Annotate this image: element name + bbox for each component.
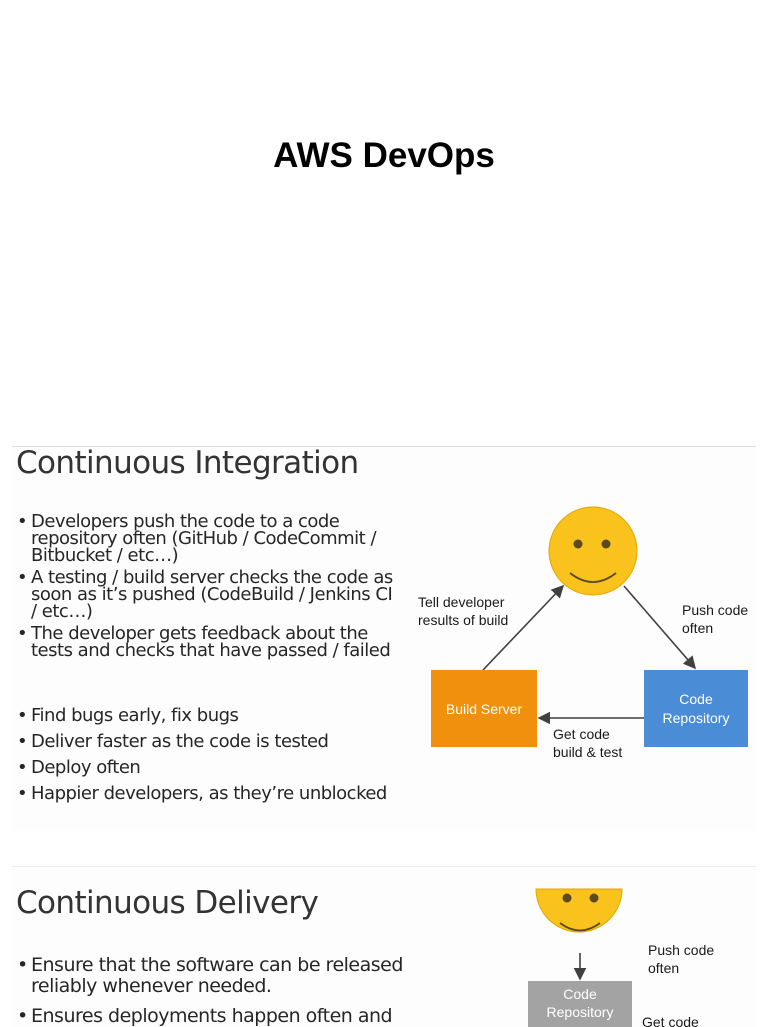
slide-heading: Continuous Integration <box>16 446 359 481</box>
code-repository-label: Code <box>679 691 713 707</box>
push-code-label: Push code <box>682 602 748 618</box>
code-repository-box <box>644 670 748 747</box>
push-code-label: often <box>648 960 679 976</box>
developer-smiley-icon <box>535 888 623 933</box>
bullet-item: The developer gets feedback about the te… <box>14 625 394 660</box>
slide-heading: Continuous Delivery <box>16 885 319 921</box>
slide-continuous-delivery: Continuous Delivery Ensure that the soft… <box>12 866 756 1027</box>
get-code-label: Get code <box>642 1014 699 1027</box>
bullet-item: A testing / build server checks the code… <box>14 569 394 621</box>
bullet-list-benefits: Find bugs early, fix bugs Deliver faster… <box>14 707 394 811</box>
bullet-item: Developers push the code to a code repos… <box>14 513 394 565</box>
push-code-label: Push code <box>648 942 714 958</box>
document-title: AWS DevOps <box>273 136 495 175</box>
tell-developer-label: results of build <box>418 612 508 628</box>
bullet-item: Deliver faster as the code is tested <box>14 733 394 751</box>
get-code-label: Get code <box>553 726 610 742</box>
code-repository-label: Repository <box>663 710 730 726</box>
bullet-item: Deploy often <box>14 759 394 777</box>
build-server-label: Build Server <box>446 701 523 717</box>
ci-diagram: Build Server Code Repository Tell develo… <box>418 506 748 760</box>
bullet-item: Ensures deployments happen often and <box>14 1006 404 1027</box>
title-page: AWS DevOps <box>0 0 768 440</box>
build-server-box <box>431 670 537 747</box>
bullet-item: Ensure that the software can be released… <box>14 955 404 997</box>
bullet-item: Happier developers, as they’re unblocked <box>14 785 394 803</box>
bullet-list-workflow: Developers push the code to a code repos… <box>14 513 394 664</box>
arrow-build-to-dev <box>482 584 565 671</box>
bullet-list-delivery: Ensure that the software can be released… <box>14 955 404 1027</box>
slide-continuous-integration: Continuous Integration Developers push t… <box>12 446 756 831</box>
tell-developer-label: Tell developer <box>418 594 505 610</box>
bullet-item: Find bugs early, fix bugs <box>14 707 394 725</box>
cd-diagram: Code Repository Push code often Get code <box>528 888 714 1027</box>
get-code-label: build & test <box>553 744 622 760</box>
code-repository-label: Code <box>563 986 597 1002</box>
arrow-dev-to-repo <box>623 585 697 670</box>
code-repository-label: Repository <box>547 1004 614 1020</box>
developer-smiley-icon <box>548 506 638 596</box>
code-repository-box <box>528 981 632 1027</box>
push-code-label: often <box>682 620 713 636</box>
